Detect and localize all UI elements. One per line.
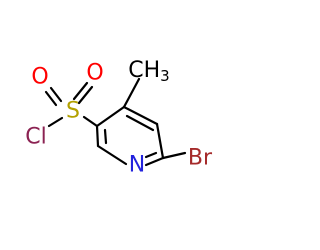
bond-c6-br bbox=[161, 151, 187, 160]
atom-label-cl: Cl bbox=[25, 125, 46, 150]
atom-label-n: N bbox=[129, 153, 145, 178]
bond-c6-n-double bbox=[144, 151, 158, 159]
atom-ch3-text: CH bbox=[128, 58, 160, 83]
atom-ch3-subscript: 3 bbox=[160, 67, 170, 85]
atom-label-o-left: O bbox=[31, 65, 48, 90]
atom-labels: CH3 O O S Cl N Br bbox=[25, 58, 213, 178]
bond-c4-methyl bbox=[122, 77, 141, 109]
bond-c2-c3-double bbox=[103, 128, 108, 145]
bond-c5-c6 bbox=[155, 122, 165, 160]
bond-s-o-left-double bbox=[44, 90, 58, 107]
chemical-structure-diagram: CH3 O O S Cl N Br bbox=[25, 58, 213, 178]
bond-s-o-top bbox=[72, 81, 89, 101]
bond-s-o-left bbox=[49, 86, 63, 103]
bond-s-cl bbox=[47, 116, 64, 128]
atom-label-s: S bbox=[66, 99, 80, 124]
bond-c4-c3 bbox=[95, 105, 126, 128]
bond-c3-s bbox=[82, 115, 99, 128]
bond-c6-n bbox=[144, 156, 165, 167]
bonds bbox=[44, 77, 187, 167]
bond-c4-c5-double bbox=[125, 114, 155, 132]
bond-c4-c5 bbox=[122, 105, 159, 126]
bond-c2-c3 bbox=[95, 124, 100, 148]
atom-label-o-top: O bbox=[86, 61, 103, 86]
atom-label-ch3: CH3 bbox=[128, 58, 169, 86]
bond-s-o-top-double bbox=[77, 85, 94, 105]
atom-label-br: Br bbox=[188, 146, 213, 171]
bond-n-c2 bbox=[96, 144, 128, 166]
